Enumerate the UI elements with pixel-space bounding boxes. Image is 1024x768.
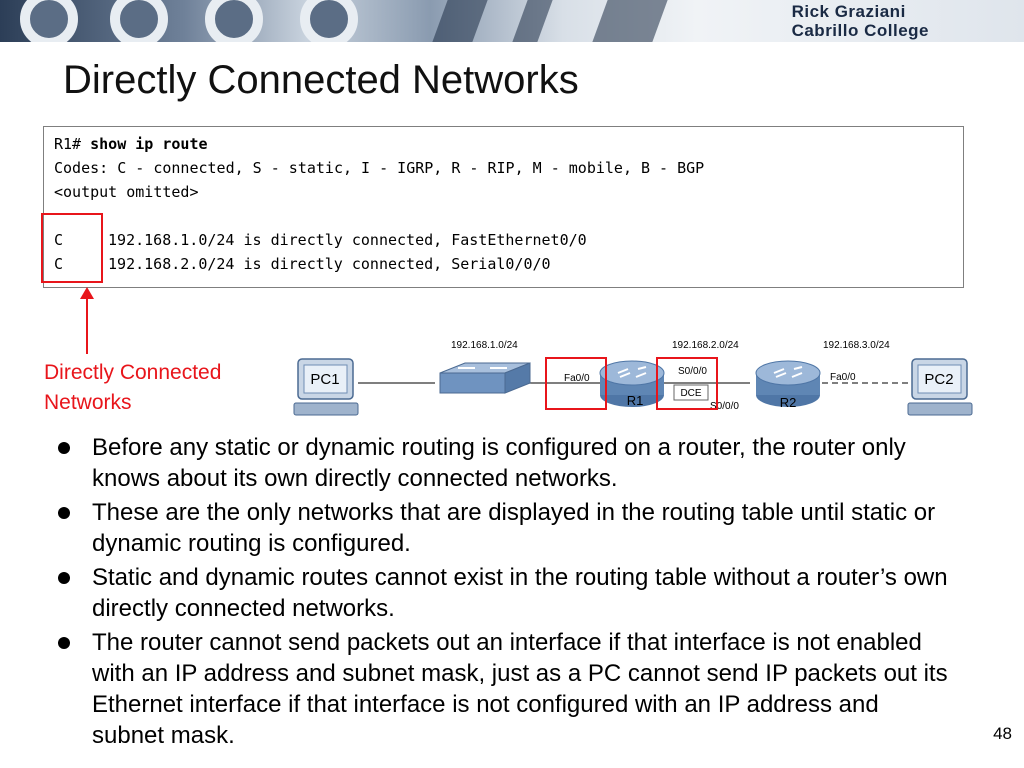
bullet-icon <box>58 637 70 649</box>
r2-serial-label: S0/0/0 <box>710 401 739 412</box>
r1-serial-label: S0/0/0 <box>678 366 707 377</box>
r1-fa-label: Fa0/0 <box>564 373 590 384</box>
dce-label: DCE <box>680 388 701 399</box>
callout-arrow-shaft <box>86 298 88 354</box>
callout-line-1: Directly Connected <box>44 361 222 384</box>
list-item: Static and dynamic routes cannot exist i… <box>56 562 956 624</box>
cli-omitted: <output omitted> <box>54 183 199 201</box>
banner-decoration <box>432 0 488 42</box>
router-r2-icon: R2 <box>755 360 821 410</box>
arrow-up-icon <box>80 287 94 299</box>
dce-box <box>673 384 709 401</box>
cli-command-line: R1# show ip route <box>54 132 963 156</box>
banner-decoration <box>20 0 78 42</box>
cli-blank <box>54 204 963 228</box>
bullet-text: Before any static or dynamic routing is … <box>92 434 906 492</box>
route-code: C <box>54 255 64 273</box>
route-text: 192.168.1.0/24 is directly connected, Fa… <box>108 231 587 249</box>
cli-route-row: C 192.168.2.0/24 is directly connected, S… <box>54 252 963 276</box>
page-number: 48 <box>993 724 1012 743</box>
cli-route-row: C 192.168.1.0/24 is directly connected, F… <box>54 228 963 252</box>
pc1-label: PC1 <box>310 371 339 388</box>
cli-command: show ip route <box>90 135 208 153</box>
bullet-icon <box>58 507 70 519</box>
r2-fa-label: Fa0/0 <box>830 372 856 383</box>
bullet-text: These are the only networks that are dis… <box>92 499 936 557</box>
banner-decoration <box>592 0 668 42</box>
callout-label: Directly Connected Networks <box>44 358 221 418</box>
route-code: C <box>54 231 64 249</box>
pc2-icon: PC2 <box>907 358 973 416</box>
list-item: These are the only networks that are dis… <box>56 497 956 559</box>
r1-label: R1 <box>627 393 644 408</box>
page-title: Directly Connected Networks <box>63 58 579 102</box>
serial-interface-highlight <box>656 357 718 410</box>
route-text: 192.168.2.0/24 is directly connected, Se… <box>108 255 551 273</box>
callout-line-2: Networks <box>44 391 132 414</box>
r2-label: R2 <box>780 395 797 410</box>
cli-output: R1# show ip route Codes: C - connected, … <box>43 126 964 288</box>
bullet-list: Before any static or dynamic routing is … <box>56 432 956 754</box>
bullet-text: Static and dynamic routes cannot exist i… <box>92 564 948 622</box>
pc1-icon: PC1 <box>293 358 359 416</box>
route-code-highlight <box>41 213 103 283</box>
network-label: 192.168.3.0/24 <box>823 340 890 351</box>
banner-decoration <box>205 0 263 42</box>
banner-author: Rick Graziani Cabrillo College <box>792 2 929 40</box>
banner-decoration <box>512 0 553 42</box>
cli-codes: Codes: C - connected, S - static, I - IG… <box>54 159 705 177</box>
banner-decoration <box>300 0 358 42</box>
banner-author-name: Rick Graziani <box>791 2 906 21</box>
bullet-icon <box>58 442 70 454</box>
list-item: The router cannot send packets out an in… <box>56 627 956 751</box>
router-r1-icon: R1 <box>599 360 665 408</box>
bullet-text: The router cannot send packets out an in… <box>92 629 948 749</box>
network-label: 192.168.1.0/24 <box>451 340 518 351</box>
banner-decoration <box>110 0 168 42</box>
network-label: 192.168.2.0/24 <box>672 340 739 351</box>
list-item: Before any static or dynamic routing is … <box>56 432 956 494</box>
network-topology: 192.168.1.0/24 192.168.2.0/24 192.168.3.… <box>293 340 973 416</box>
pc2-label: PC2 <box>924 371 953 388</box>
switch-icon <box>439 362 531 394</box>
cli-prompt: R1# <box>54 135 91 153</box>
banner-college: Cabrillo College <box>791 21 929 40</box>
fa-interface-highlight <box>545 357 607 410</box>
bullet-icon <box>58 572 70 584</box>
header-banner: Rick Graziani Cabrillo College <box>0 0 1024 42</box>
